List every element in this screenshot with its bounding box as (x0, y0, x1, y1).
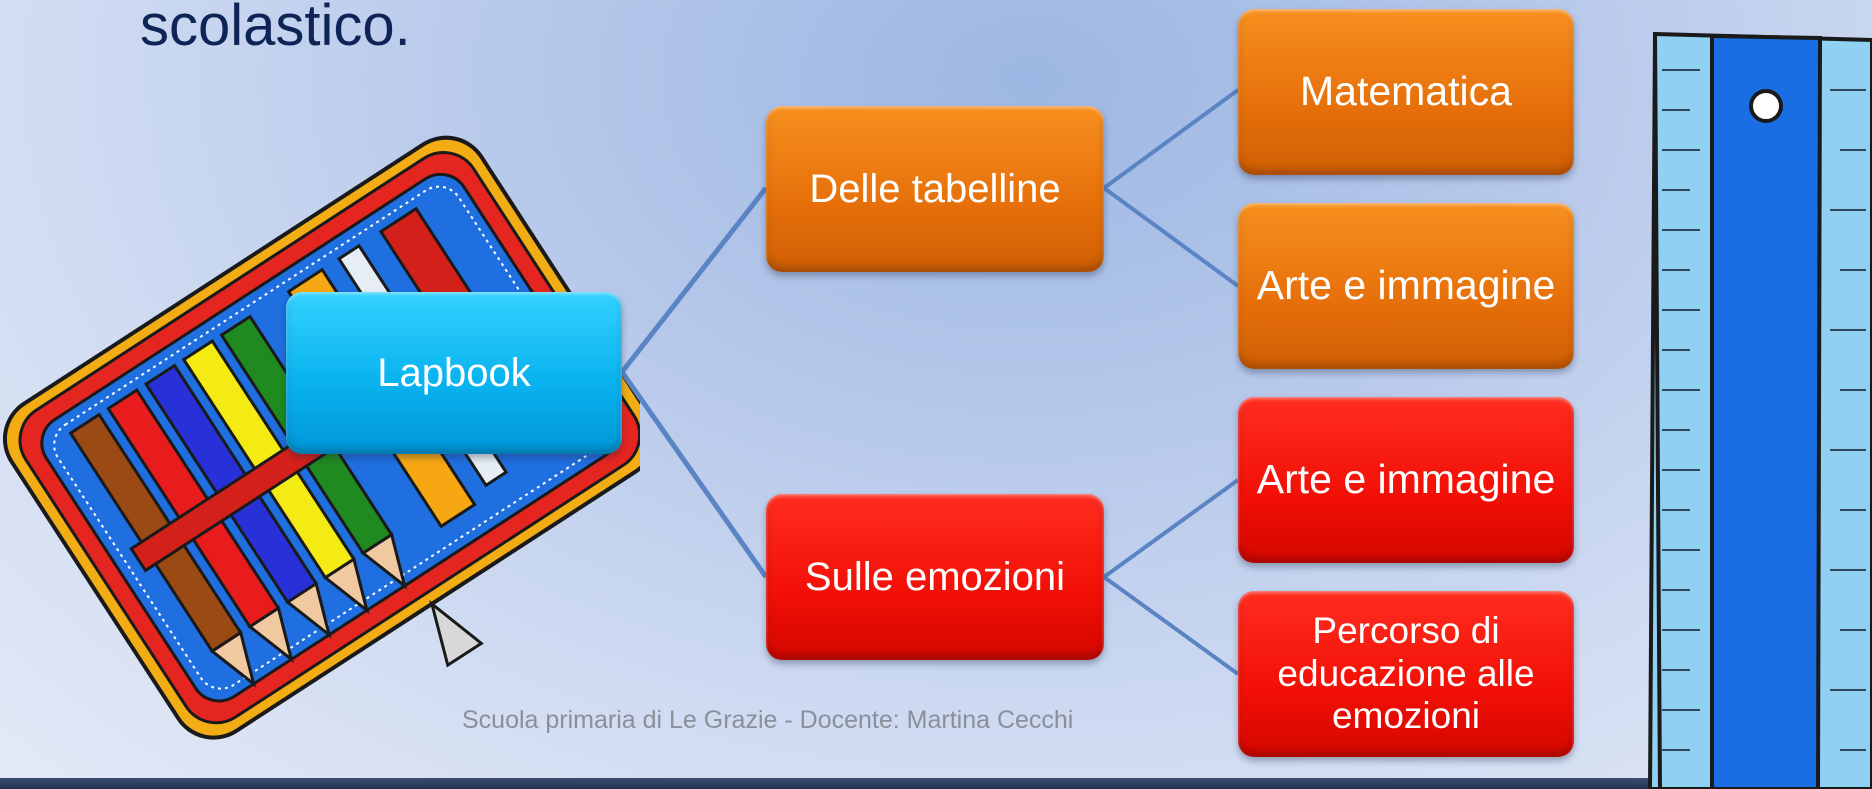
node-lapbook: Lapbook (286, 292, 622, 454)
connector-root-branch-1 (620, 186, 768, 374)
connector-branch-2-leaf-2 (1102, 575, 1240, 676)
node-sulle-emozioni: Sulle emozioni (766, 494, 1104, 660)
connector-root-branch-2 (619, 370, 769, 579)
node-matematica: Matematica (1238, 9, 1574, 175)
slide-footer: Scuola primaria di Le Grazie - Docente: … (462, 706, 1074, 734)
node-arte-e-immagine-1: Arte e immagine (1238, 203, 1574, 369)
slide-bottom-band (0, 778, 1872, 789)
node-percorso-educazione-emozioni: Percorso di educazione alle emozioni (1238, 591, 1574, 757)
connector-branch-1-leaf-2 (1102, 186, 1240, 288)
slide-title: scolastico. (140, 0, 411, 58)
node-delle-tabelline: Delle tabelline (766, 106, 1104, 272)
node-arte-e-immagine-2: Arte e immagine (1238, 397, 1574, 563)
connector-branch-1-leaf-1 (1102, 88, 1240, 190)
connector-branch-2-leaf-1 (1102, 478, 1240, 579)
